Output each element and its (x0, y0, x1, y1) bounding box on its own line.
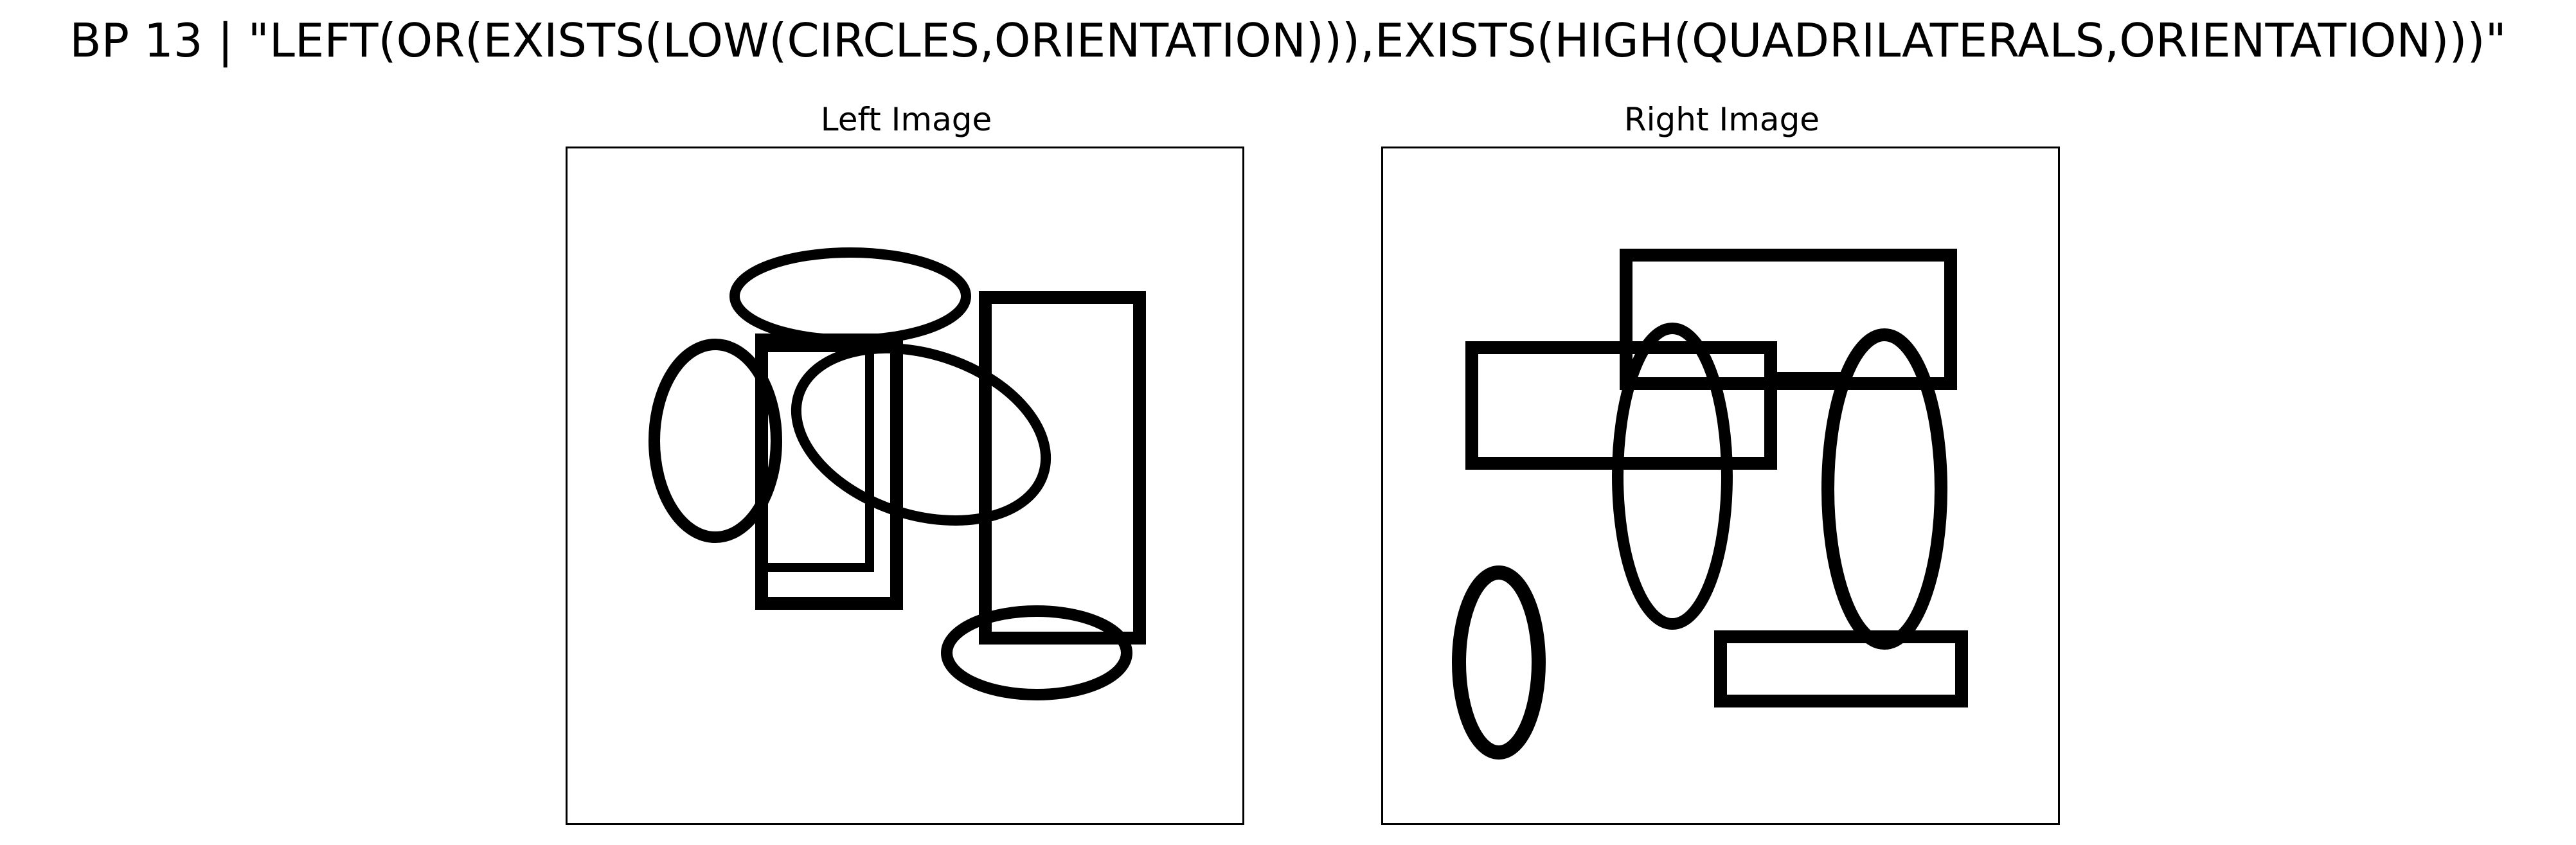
left-bottom-ellipse (941, 605, 1132, 700)
left-panel-title: Left Image (820, 101, 992, 138)
right-panel-title: Right Image (1623, 101, 1820, 138)
left-middle-ellipse (648, 339, 782, 543)
right-top-rectangle (1620, 249, 1957, 390)
right-image-canvas (1452, 249, 1968, 760)
figure-title: BP 13 | "LEFT(OR(EXISTS(LOW(CIRCLES,ORIE… (69, 13, 2507, 67)
right-small-ellipse (1452, 565, 1546, 760)
left-right-rectangle (979, 291, 1146, 645)
left-left-rectangle (755, 334, 903, 610)
left-image-panel (566, 147, 1244, 825)
right-bottom-rectangle (1714, 630, 1968, 707)
right-image-panel (1381, 147, 2060, 825)
left-top-ellipse (729, 247, 971, 345)
right-middle-ellipse (1612, 323, 1733, 630)
left-image-canvas (648, 247, 1146, 700)
left-tilted-ellipse (791, 343, 1051, 526)
